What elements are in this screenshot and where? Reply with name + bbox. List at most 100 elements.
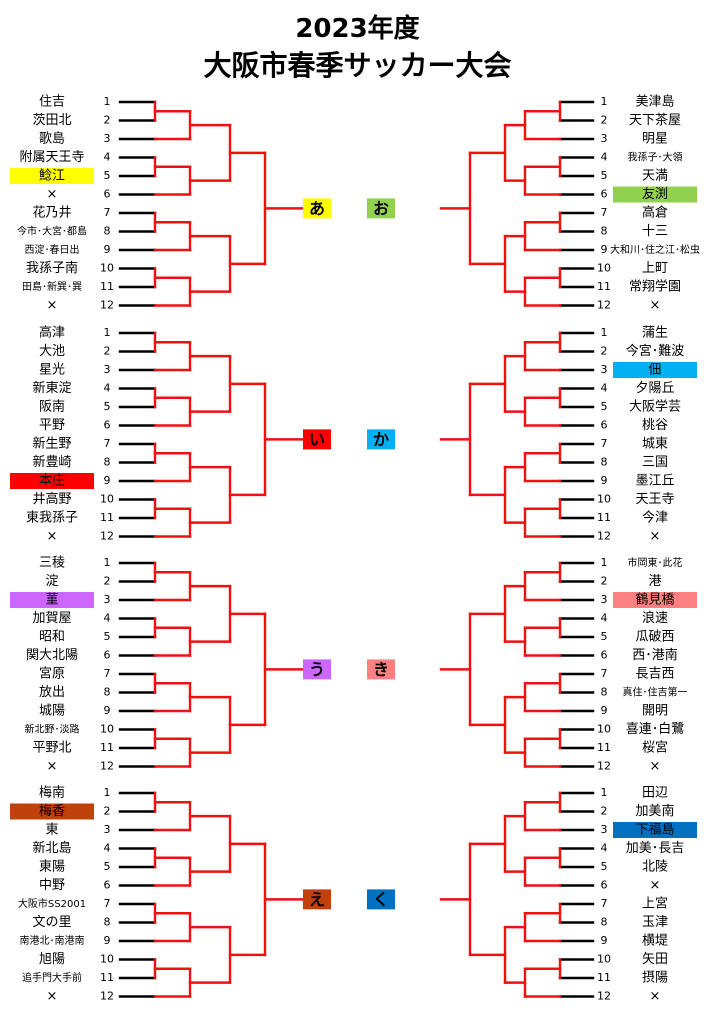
team-name-ku-1: 田辺 (642, 786, 668, 801)
team-name-ku-5: 北陵 (642, 860, 668, 875)
team-name-i-12: × (47, 529, 58, 544)
team-name-u-3: 菫 (45, 593, 58, 608)
seed-number-ka-11: 11 (597, 511, 611, 524)
seed-number-ka-4: 4 (601, 382, 608, 395)
team-name-u-4: 加賀屋 (32, 611, 71, 626)
seed-number-i-11: 11 (100, 511, 114, 524)
block-label-box-ka (367, 429, 395, 450)
team-name-u-2: 淀 (45, 574, 58, 589)
team-name-ki-7: 長吉西 (635, 667, 674, 682)
seed-number-ku-1: 1 (601, 786, 608, 799)
seed-number-o-10: 10 (597, 262, 611, 275)
seed-number-ki-1: 1 (601, 556, 608, 569)
seed-number-o-11: 11 (597, 280, 611, 293)
seed-number-e-4: 4 (104, 842, 111, 855)
team-name-ki-4: 浪速 (642, 611, 668, 626)
seed-number-ka-7: 7 (601, 437, 608, 450)
team-name-u-12: × (47, 759, 58, 774)
team-name-ku-6: × (650, 878, 661, 893)
seed-number-i-6: 6 (104, 419, 111, 432)
team-name-ka-12: × (650, 529, 661, 544)
seed-number-a-11: 11 (100, 280, 114, 293)
seed-number-u-2: 2 (104, 575, 111, 588)
seed-number-i-12: 12 (100, 530, 114, 543)
seed-number-ki-2: 2 (601, 575, 608, 588)
seed-number-u-9: 9 (104, 704, 111, 717)
seed-number-ku-6: 6 (601, 879, 608, 892)
seed-number-o-3: 3 (601, 132, 608, 145)
seed-number-a-8: 8 (104, 225, 111, 238)
block-label-box-ku (367, 889, 395, 910)
year-title: 2023年度 (295, 14, 420, 44)
team-name-o-10: 上町 (642, 261, 668, 276)
seed-number-o-6: 6 (601, 188, 608, 201)
seed-number-e-2: 2 (104, 805, 111, 818)
team-name-u-9: 城陽 (39, 704, 65, 719)
seed-number-a-5: 5 (104, 169, 111, 182)
event-title: 大阪市春季サッカー大会 (203, 49, 512, 82)
team-name-e-1: 梅南 (39, 785, 65, 801)
block-label-ka: か (373, 430, 389, 449)
team-name-i-1: 高津 (39, 325, 65, 341)
seed-number-a-10: 10 (100, 262, 114, 275)
team-name-e-8: 文の里 (32, 915, 71, 930)
team-name-i-2: 大池 (39, 344, 65, 359)
team-name-o-11: 常翔学園 (629, 279, 681, 295)
team-name-u-7: 宮原 (39, 666, 65, 682)
team-name-i-5: 阪南 (39, 399, 65, 415)
team-name-ka-9: 墨江丘 (635, 474, 674, 489)
seed-number-ku-5: 5 (601, 860, 608, 873)
seed-number-a-12: 12 (100, 299, 114, 312)
seed-number-o-1: 1 (601, 95, 608, 108)
seed-number-e-3: 3 (104, 823, 111, 836)
seed-number-ki-9: 9 (601, 704, 608, 717)
seed-number-ka-3: 3 (601, 363, 608, 376)
seed-number-ki-7: 7 (601, 667, 608, 680)
team-name-o-3: 明星 (642, 132, 668, 147)
team-name-i-3: 星光 (39, 363, 65, 378)
team-name-i-10: 井高野 (32, 491, 71, 507)
team-name-o-2: 天下茶屋 (629, 112, 681, 128)
seed-number-a-7: 7 (104, 206, 111, 219)
team-name-o-4: 我孫子･大領 (628, 151, 683, 164)
team-name-o-7: 高倉 (642, 205, 668, 221)
team-name-ka-10: 天王寺 (635, 492, 674, 507)
seed-number-i-9: 9 (104, 474, 111, 487)
team-name-ki-5: 瓜破西 (635, 630, 674, 645)
seed-number-ka-10: 10 (597, 493, 611, 506)
seed-number-ku-2: 2 (601, 805, 608, 818)
team-name-a-1: 住吉 (39, 95, 65, 110)
team-name-i-7: 新生野 (32, 436, 71, 452)
team-name-ku-3: 下福島 (635, 823, 674, 838)
seed-number-ka-9: 9 (601, 474, 608, 487)
team-name-ki-2: 港 (648, 574, 661, 589)
team-name-ku-8: 玉津 (642, 915, 668, 930)
seed-number-ki-3: 3 (601, 593, 608, 606)
team-name-a-2: 茨田北 (32, 113, 71, 128)
team-name-ka-1: 蒲生 (642, 326, 668, 341)
team-name-ki-10: 喜連･白鷺 (626, 721, 685, 737)
team-name-e-3: 東 (45, 822, 58, 838)
seed-number-ku-4: 4 (601, 842, 608, 855)
team-name-ki-3: 鶴見橋 (635, 592, 674, 608)
seed-number-ka-5: 5 (601, 400, 608, 413)
team-name-i-8: 新豊崎 (32, 454, 71, 470)
seed-number-o-9: 9 (601, 243, 608, 256)
team-name-u-6: 関大北陽 (26, 648, 78, 663)
seed-number-u-11: 11 (100, 741, 114, 754)
team-name-ka-3: 佃 (648, 363, 661, 378)
team-name-i-6: 平野 (39, 418, 65, 433)
team-name-ka-8: 三国 (642, 455, 668, 470)
team-name-o-1: 美津島 (635, 95, 674, 110)
team-highlight-e-2 (10, 803, 94, 820)
team-name-a-3: 歌島 (39, 132, 65, 147)
block-label-i: い (309, 430, 325, 449)
team-name-ku-4: 加美･長吉 (626, 841, 685, 856)
team-name-ka-11: 今津 (642, 510, 668, 526)
seed-number-a-1: 1 (104, 95, 111, 108)
block-label-box-a (303, 198, 331, 219)
seed-number-o-12: 12 (597, 299, 611, 312)
team-highlight-ki-3 (613, 592, 697, 608)
team-name-e-2: 梅香 (39, 804, 65, 819)
seed-number-ki-5: 5 (601, 630, 608, 643)
